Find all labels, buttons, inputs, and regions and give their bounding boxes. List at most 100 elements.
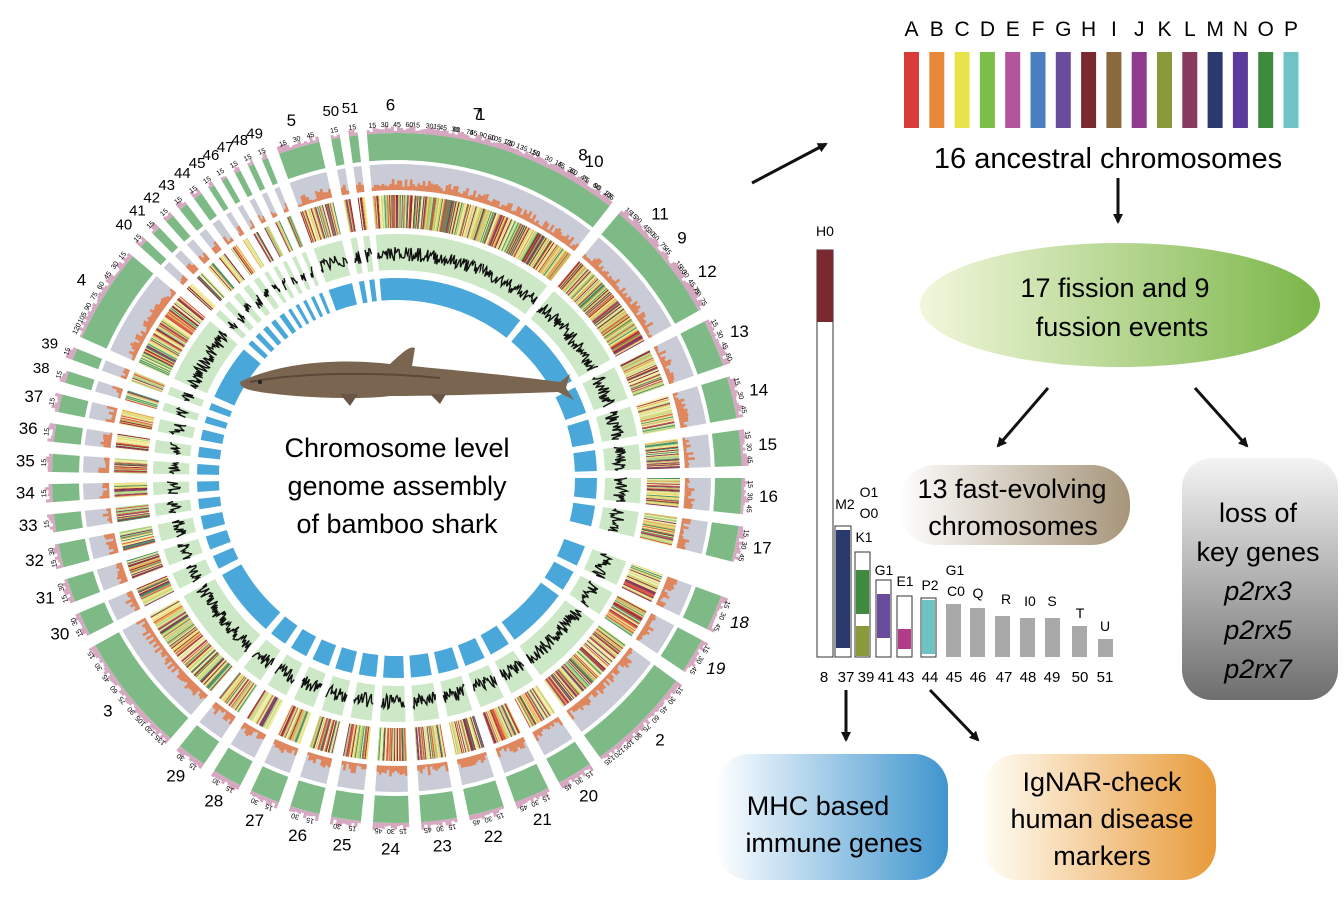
orange-spike: [116, 389, 123, 394]
heatmap-cell: [529, 689, 548, 718]
heatmap-cell: [530, 689, 549, 718]
heatmap-cell: [640, 413, 673, 422]
orange-spike: [619, 292, 624, 297]
orange-spike: [407, 186, 410, 191]
heatmap-cell: [389, 727, 391, 761]
heatmap-cell: [416, 727, 420, 761]
heatmap-cell: [412, 195, 416, 229]
karyotype-block: [263, 325, 282, 346]
heatmap-cell: [178, 636, 205, 659]
heatmap-cell: [568, 659, 592, 685]
density-spike: [537, 156, 543, 165]
heatmap-cell: [598, 310, 626, 332]
karyotype-block: [212, 547, 239, 569]
tick-label: 15: [50, 559, 59, 568]
tick-label: 45: [658, 704, 668, 715]
orange-spike: [683, 447, 687, 451]
heatmap-cell: [432, 725, 439, 759]
density-spike: [741, 478, 746, 482]
orange-spike: [464, 187, 470, 199]
orange-spike: [134, 606, 141, 612]
orange-spike: [646, 332, 650, 337]
heatmap-cell: [316, 717, 327, 750]
gc-ring: [293, 666, 326, 708]
density-spike: [566, 172, 573, 180]
heatmap-cell: [120, 531, 154, 540]
heatmap-cell: [161, 319, 190, 339]
density-spike: [255, 793, 260, 798]
density-spike: [57, 396, 62, 401]
heatmap-cell: [646, 481, 680, 483]
tick-label: 15: [348, 124, 357, 132]
heatmap-cell: [646, 495, 680, 499]
heatmap-cell: [646, 486, 680, 489]
heatmap-cell: [406, 195, 409, 229]
orange-spike: [236, 226, 243, 236]
heatmap-cell: [508, 224, 524, 255]
heatmap-cell: [499, 705, 514, 737]
heatmap-cell: [505, 703, 521, 734]
heatmap-cell: [487, 710, 501, 742]
orange-spike: [485, 199, 490, 205]
heatmap-cell: [475, 209, 488, 242]
heatmap-cell: [201, 659, 226, 684]
heatmap-cell: [415, 727, 419, 761]
heatmap-cell: [585, 291, 611, 314]
heatmap-cell: [402, 195, 404, 229]
heatmap-cell: [181, 640, 208, 663]
tick-label: 30: [717, 611, 727, 621]
heatmap-cell: [289, 215, 303, 247]
bar-top-label: Q: [973, 585, 984, 601]
density-ring-outer: [65, 371, 95, 391]
karyotype-block: [573, 450, 597, 472]
density-spike: [124, 695, 131, 702]
karyotype-block: [271, 319, 289, 340]
orange-spike: [274, 740, 280, 748]
heatmap-cell: [132, 565, 164, 579]
heatmap-cell: [646, 480, 680, 482]
heatmap-cell: [583, 289, 609, 313]
density-spike: [330, 134, 335, 140]
heatmap-cell: [178, 296, 205, 319]
bar-grey-0: [946, 604, 961, 657]
density-spike: [52, 546, 60, 552]
density-spike: [486, 810, 491, 815]
orange-spike: [159, 300, 167, 307]
heatmap-cell: [623, 359, 655, 374]
karyotype-block: [383, 655, 404, 678]
heatmap-cell: [188, 646, 213, 670]
bar-grey-1: [970, 608, 985, 657]
heatmap-cell: [592, 302, 620, 324]
heatmap-cell: [621, 353, 652, 370]
tick-label: 45: [745, 455, 752, 463]
heatmap-cell: [479, 210, 492, 243]
orange-spike: [384, 185, 387, 191]
orange-spike: [361, 763, 365, 770]
ancestral-bar-B: [929, 52, 945, 128]
density-spike: [292, 144, 297, 149]
density-spike: [140, 713, 147, 720]
density-spike: [308, 136, 314, 144]
orange-spike: [302, 194, 309, 205]
orange-spike: [107, 518, 113, 522]
heatmap-cell: [229, 679, 251, 707]
heatmap-cell: [278, 220, 294, 251]
chromosome-label-45: 45: [189, 155, 206, 172]
orange-spike: [570, 243, 576, 250]
orange-spike: [389, 183, 392, 191]
heatmap-cell: [572, 276, 597, 301]
heatmap-cell: [579, 648, 604, 672]
chromosome-label-35: 35: [16, 451, 35, 470]
heatmap-cell: [257, 695, 275, 725]
gc-trace: [196, 582, 252, 652]
orange-spike: [308, 752, 313, 761]
tick-label: 15: [118, 251, 128, 262]
heatmap-cell: [486, 711, 500, 743]
gc-trace: [310, 266, 314, 278]
heatmap-cell: [646, 466, 680, 469]
orange-spike: [658, 597, 662, 601]
heatmap-cell: [548, 253, 570, 280]
heatmap-cell: [378, 195, 382, 229]
bar-grey-3: [1020, 618, 1035, 657]
density-spike: [740, 450, 744, 454]
